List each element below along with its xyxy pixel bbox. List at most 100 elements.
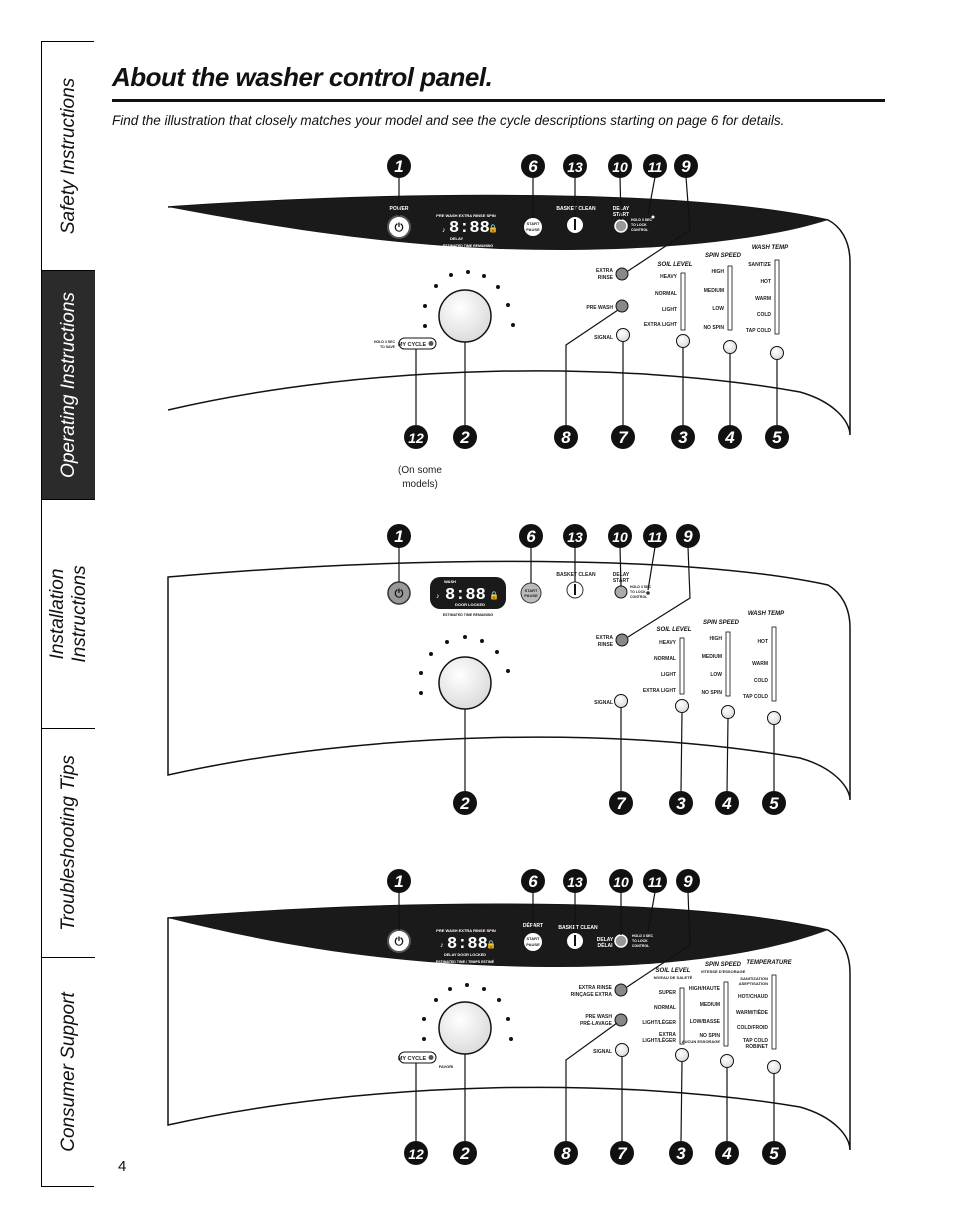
temp-warm: WARM (755, 296, 771, 302)
start-pause-button[interactable] (524, 218, 542, 236)
spin-no-spin: NO SPIN (701, 690, 722, 696)
basket-clean-icon (574, 584, 576, 595)
temperature-button[interactable] (767, 1060, 781, 1074)
display-digits: 8:88 (445, 586, 486, 605)
temp-tap-cold: TAP COLD (743, 1038, 768, 1044)
spin-speed-button[interactable] (720, 1054, 734, 1068)
callout-11: 11 (648, 529, 663, 545)
callout-10: 10 (612, 529, 628, 545)
favori-label: FAVORI (439, 1064, 454, 1069)
start-pause-button[interactable] (524, 933, 542, 951)
basket-clean-icon (574, 219, 576, 230)
spin-no-spin: NO SPIN (703, 325, 724, 331)
temp-hot: HOT (760, 279, 771, 285)
soil-level-title: SOIL LEVEL (658, 262, 693, 268)
callouts-3: 1 6 13 10 11 9 12 2 8 7 3 4 5 (387, 869, 786, 1165)
wash-temp-button[interactable] (767, 711, 781, 725)
cycle-knob[interactable] (438, 1001, 492, 1055)
display-indicators: PRE WASH EXTRA RINSE SPIN (436, 213, 496, 218)
soil-level-button[interactable] (676, 334, 690, 348)
callout-2: 2 (459, 1144, 470, 1163)
soil-extra: EXTRA (659, 1032, 676, 1038)
basket-clean-icon (574, 935, 576, 946)
delay-button[interactable] (614, 934, 628, 948)
temp-hot: HOT/CHAUD (738, 994, 768, 1000)
wash-temp-button[interactable] (770, 346, 784, 360)
spin-no-spin: NO SPIN (699, 1033, 720, 1039)
cycle-dial (422, 983, 513, 1055)
delay-start-button[interactable] (614, 219, 628, 233)
wash-temp-bar (774, 259, 780, 335)
my-cycle-note-1: HOLD 3 SEC (374, 340, 395, 344)
callout-12: 12 (408, 430, 424, 446)
spin-speed-bar (727, 265, 733, 331)
signal-button[interactable] (615, 1043, 629, 1057)
my-cycle-button[interactable] (398, 337, 437, 350)
spin-high: HIGH (710, 636, 723, 642)
tab-troubleshooting-tips[interactable]: Troubleshooting Tips (42, 729, 95, 958)
soil-level-title-fr: NIVEAU DE SALETÉ (654, 975, 693, 980)
cycle-knob[interactable] (438, 656, 492, 710)
callout-9: 9 (681, 157, 691, 176)
temp-warm: WARM/TIÈDE (736, 1008, 769, 1016)
display-wash: WASH (444, 579, 456, 584)
callout-6: 6 (526, 527, 536, 546)
delay-label: DELAY (613, 572, 630, 578)
pause-label: PAUSE (524, 593, 538, 598)
console-strip (168, 195, 828, 250)
display-delay: DELAY (450, 236, 464, 241)
extra-rinse-label-2: RINSE (598, 642, 614, 648)
callout-7: 7 (616, 794, 627, 813)
soil-heavy: HEAVY (660, 274, 678, 280)
spin-speed-button[interactable] (723, 340, 737, 354)
tab-operating-instructions[interactable]: Operating Instructions (42, 271, 95, 500)
callout-lines (398, 176, 778, 425)
soil-level-title: SOIL LEVEL (657, 627, 692, 633)
display-digits: 8:88 (449, 219, 490, 238)
section-tabs: Safety Instructions Operating Instructio… (41, 41, 95, 1187)
extra-rinse-button[interactable] (614, 983, 628, 997)
extra-rinse-button[interactable] (615, 267, 629, 281)
temp-tap-cold: TAP COLD (746, 328, 771, 334)
lock-note-2: TO LOCK (630, 590, 646, 594)
my-cycle-button[interactable] (398, 1051, 437, 1064)
power-icon: ⏻ (395, 221, 404, 235)
basket-clean-label: BASKET CLEAN (556, 572, 596, 578)
cycle-knob[interactable] (438, 289, 492, 343)
display-door-locked: DOOR LOCKED (455, 602, 485, 607)
pre-wash-label: PRE WASH (585, 1014, 612, 1020)
callout-1: 1 (394, 872, 403, 891)
panel-1: ⏻ POWER PRE WASH EXTRA RINSE SPIN 8:88 🔒… (167, 154, 851, 490)
callout-4: 4 (721, 1144, 732, 1163)
pre-wash-button[interactable] (614, 1013, 628, 1027)
signal-button[interactable] (614, 694, 628, 708)
spin-low: LOW (712, 306, 724, 312)
soil-level-button[interactable] (675, 699, 689, 713)
basket-clean-label: BASKET CLEAN (558, 925, 598, 931)
tab-installation-instructions[interactable]: Installation Instructions (42, 500, 95, 729)
temp-warm: WARM (752, 661, 768, 667)
spin-speed-title: SPIN SPEED (705, 253, 742, 259)
callout-11: 11 (648, 159, 663, 175)
soil-extra-light: EXTRA LIGHT (643, 688, 676, 694)
soil-level-bar (679, 987, 685, 1045)
soil-super: SUPER (659, 990, 677, 996)
delay-start-button[interactable] (614, 585, 628, 599)
tab-safety-instructions[interactable]: Safety Instructions (42, 42, 95, 271)
on-some-models-note: (On some (398, 465, 442, 476)
display-sub: ESTIMATED TIME / TEMPS ESTIMÉ (436, 959, 495, 964)
soil-level-button[interactable] (675, 1048, 689, 1062)
callout-11: 11 (648, 874, 663, 890)
soil-level-bar (679, 637, 685, 695)
temp-sanitize: SANITIZE (748, 262, 771, 268)
spin-speed-button[interactable] (721, 705, 735, 719)
soil-normal: NORMAL (655, 291, 677, 297)
temperature-bar (771, 974, 777, 1050)
pre-wash-button[interactable] (615, 299, 629, 313)
extra-rinse-label: EXTRA (596, 268, 613, 274)
cycle-dial (419, 635, 510, 710)
callout-10: 10 (613, 874, 629, 890)
extra-rinse-button[interactable] (615, 633, 629, 647)
tab-consumer-support[interactable]: Consumer Support (42, 958, 95, 1186)
signal-button[interactable] (616, 328, 630, 342)
